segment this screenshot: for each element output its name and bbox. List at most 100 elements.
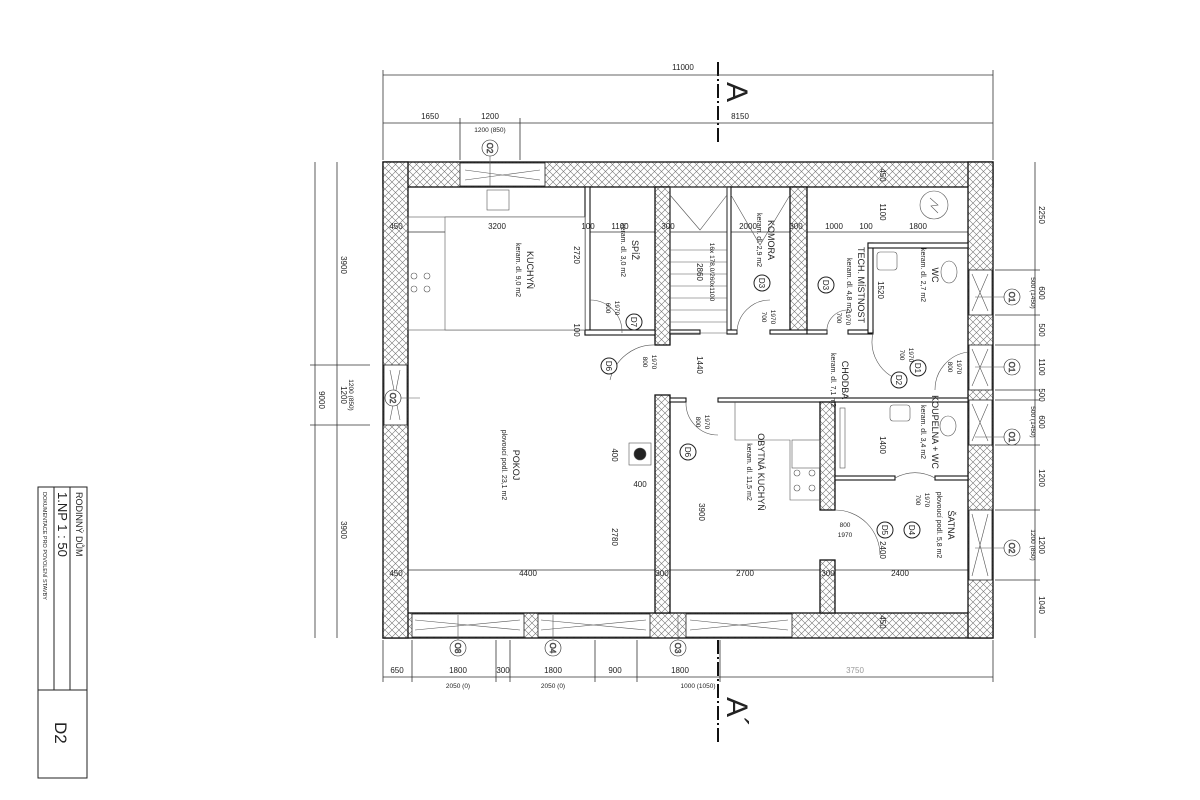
dim-label: 3750: [846, 666, 864, 675]
fixtures: [407, 186, 958, 501]
dim-label: 1520: [876, 281, 885, 299]
door-width: 700: [760, 312, 767, 323]
dim-label: 300: [789, 222, 803, 231]
room-floor: keram. dl. 2,9 m2: [755, 213, 762, 267]
dim-label: 500: [1037, 323, 1046, 337]
dim-label: 1100: [878, 203, 887, 221]
windows: [383, 162, 993, 638]
dim-label: 1650: [421, 112, 439, 121]
room-name: TECH. MÍSTNOST: [856, 247, 866, 324]
dim-label: 1200: [1037, 469, 1046, 487]
door-id: D7: [629, 317, 638, 328]
dim-label: 2000: [739, 222, 757, 231]
dim-label: 300: [655, 569, 669, 578]
stair-label: 16x 178,0/260x1100: [708, 243, 715, 302]
room-name: KUCHYŇ: [525, 251, 535, 289]
phase-label: DOKUMENTACE PRO POVOLENÍ STAVBY: [41, 492, 48, 600]
door-tag: D6: [600, 357, 618, 375]
window-tag: O2: [1007, 543, 1016, 554]
dim-opening: 1200 (850): [347, 379, 354, 410]
dim-label: 450: [389, 222, 403, 231]
room-floor: keram. dl. 7,1 m2: [829, 353, 836, 407]
chimney: [628, 442, 652, 466]
door-id: D4: [907, 525, 916, 536]
dim-label: 450: [878, 168, 887, 182]
dim-label: 400: [633, 480, 647, 489]
door-tag: D7: [625, 313, 643, 331]
dim-label: 1200: [481, 112, 499, 121]
dim-label: 450: [389, 569, 403, 578]
room-koupelna: KOUPELNA + WC keram. dl. 3,4 m2: [919, 395, 940, 469]
room-obytna-kuchyn: OBYTNÁ KUCHYŇ keram. dl. 11,5 m2: [745, 433, 766, 511]
room-floor: keram. dl. 3,0 m2: [619, 223, 626, 277]
dim-label: 600: [1037, 286, 1046, 300]
dim-label: 3900: [339, 521, 348, 539]
dimensions-right: 2250 600 500 1100 500 600 1200 1200 1040…: [1029, 206, 1046, 614]
door-width: 700: [835, 313, 842, 324]
dim-label: 1440: [695, 356, 704, 374]
room-floor: keram. dl. 11,5 m2: [745, 443, 752, 501]
door-id: D3: [821, 280, 830, 291]
door-tag: D2: [890, 371, 908, 389]
window-tag: O2: [485, 143, 494, 154]
dim-label: 3200: [488, 222, 506, 231]
dim-opening: 500 (1450): [1029, 406, 1036, 437]
door-height: 1970: [923, 493, 930, 508]
title-block: RODINNÝ DŮM 1.NP 1 : 50 DOKUMENTACE PRO …: [37, 486, 88, 779]
room-floor: keram. dl. 2,7 m2: [919, 248, 926, 302]
dim-label: 300: [821, 569, 835, 578]
dim-opening: 500 (1450): [1029, 277, 1036, 308]
dim-label: 1800: [671, 666, 689, 675]
window-tag: O4: [548, 643, 557, 654]
cooktop-icon-2: [793, 469, 816, 492]
door-tag: D6: [679, 443, 697, 461]
dimensions-interior: 450 3200 100 1100 300 2000 300 1000 100 …: [389, 168, 927, 629]
section-mark-bottom: A´: [720, 697, 753, 727]
dim-label: 1040: [1037, 596, 1046, 614]
door-swings: [589, 299, 969, 556]
room-floor: keram. dl. 3,4 m2: [919, 405, 926, 459]
door-id: D3: [757, 278, 766, 289]
dim-label: 1800: [909, 222, 927, 231]
dim-label: 650: [390, 666, 404, 675]
door-height: 1970: [844, 311, 851, 326]
dim-opening: 2050 (0): [446, 683, 470, 690]
door-width: 800: [946, 362, 953, 373]
door-height: 1970: [838, 532, 853, 539]
dim-opening: 1200 (850): [474, 127, 505, 134]
door-tag: D3: [817, 276, 835, 294]
room-name: OBYTNÁ KUCHYŇ: [756, 433, 766, 511]
door-id: D5: [880, 525, 889, 536]
dim-label: 2400: [891, 569, 909, 578]
dim-label: 2780: [610, 528, 619, 546]
door-width: 800: [641, 357, 648, 368]
dim-label: 100: [859, 222, 873, 231]
dim-label: 1400: [878, 436, 887, 454]
dim-overall-depth: 9000: [317, 391, 326, 409]
door-tag: D1: [909, 359, 927, 377]
dim-label: 400: [610, 448, 619, 462]
floor-scale: 1.NP 1 : 50: [55, 492, 70, 557]
room-name: SPÍŽ: [630, 240, 640, 261]
dim-label: 1200: [339, 386, 348, 404]
door-id: D6: [604, 361, 613, 372]
dim-label: 2720: [572, 246, 581, 264]
dim-label: 600: [1037, 415, 1046, 429]
dim-label: 300: [496, 666, 510, 675]
room-floor: plovoucí podl. 23,1 m2: [500, 430, 507, 501]
dim-label: 1000: [825, 222, 843, 231]
dim-label: 1100: [1037, 358, 1046, 376]
door-width: 600: [604, 303, 611, 314]
door-tag: D4: [903, 521, 921, 539]
dim-label: 2700: [736, 569, 754, 578]
door-height: 1970: [769, 310, 776, 325]
room-name: KOUPELNA + WC: [930, 395, 940, 469]
dim-opening: 1000 (1050): [680, 683, 715, 690]
